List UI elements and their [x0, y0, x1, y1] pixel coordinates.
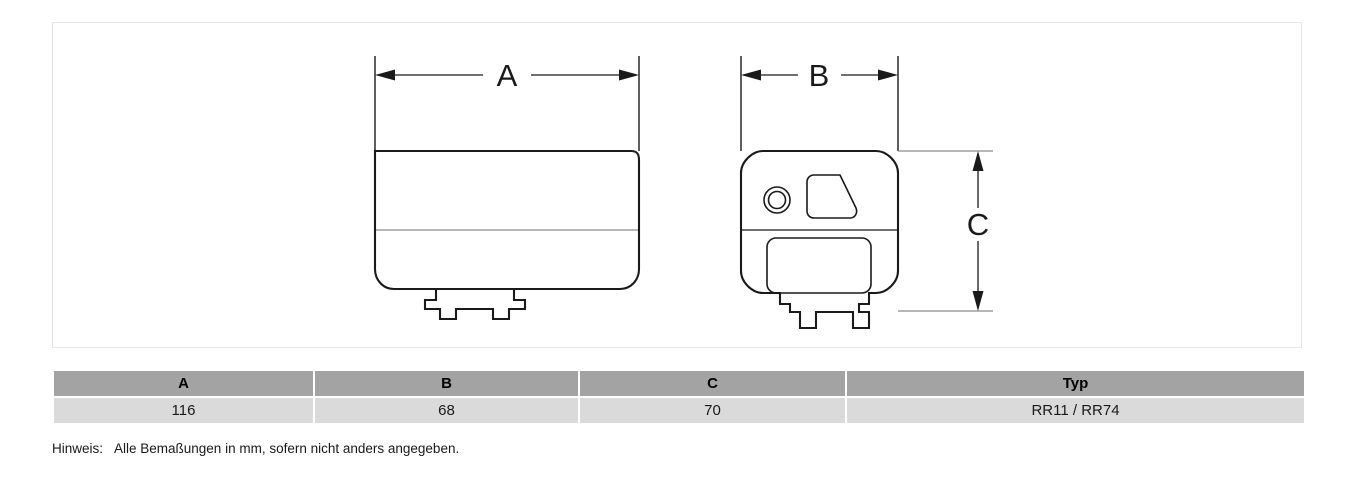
front-view: A: [373, 56, 641, 321]
side-view-port-outer-ring-icon: [763, 186, 791, 214]
arrowhead-a-right: [619, 69, 639, 81]
table-header-cell-typ: Typ: [847, 371, 1304, 396]
arrowhead-c-top: [972, 151, 984, 171]
arrowhead-a-left: [375, 69, 395, 81]
table-header-cell-a: A: [54, 371, 313, 396]
dimension-table: A B C Typ 116 68 70 RR11 / RR74: [52, 369, 1306, 425]
table-header-cell-b: B: [315, 371, 578, 396]
note-text: Alle Bemaßungen in mm, sofern nicht ande…: [114, 441, 460, 456]
dimension-label-b: B: [809, 58, 830, 93]
table-cell-c-value: 70: [580, 398, 845, 423]
dimension-label-c: C: [967, 207, 989, 242]
note-label: Hinweis:: [52, 441, 104, 456]
side-view-port-inner-circle-icon: [767, 190, 787, 210]
table-header-row: A B C Typ: [54, 371, 1304, 396]
side-view-lower-panel: [766, 237, 872, 294]
side-view: B C: [739, 56, 993, 330]
table-cell-typ-value: RR11 / RR74: [847, 398, 1304, 423]
side-view-housing-outline: [739, 149, 900, 330]
table-row: 116 68 70 RR11 / RR74: [54, 398, 1304, 423]
note: Hinweis: Alle Bemaßungen in mm, sofern n…: [52, 441, 459, 456]
arrowhead-b-right: [878, 69, 898, 81]
technical-drawing-svg: A B C: [373, 56, 993, 330]
table-header-cell-c: C: [580, 371, 845, 396]
front-view-housing-outline: [373, 149, 641, 321]
dimension-label-a: A: [497, 58, 518, 93]
table-cell-a-value: 116: [54, 398, 313, 423]
arrowhead-b-left: [741, 69, 761, 81]
arrowhead-c-bottom: [972, 291, 984, 311]
table-cell-b-value: 68: [315, 398, 578, 423]
side-view-angled-connector-panel: [806, 174, 858, 219]
technical-drawing-frame: A B C: [52, 22, 1302, 348]
